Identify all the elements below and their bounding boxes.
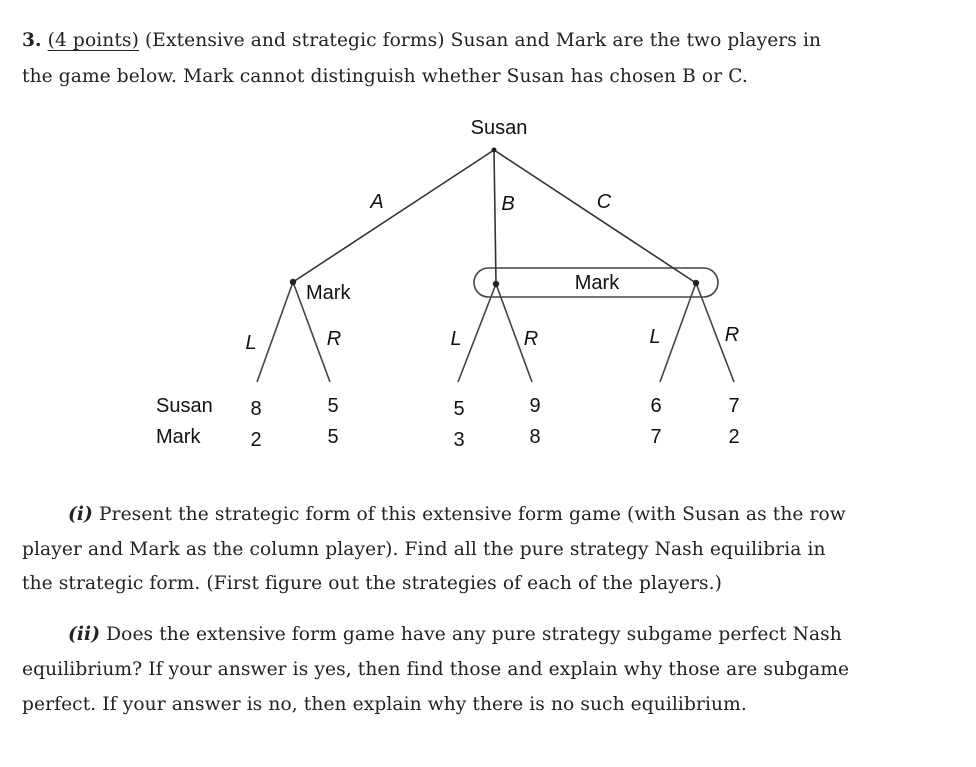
mark-node-a xyxy=(289,278,297,286)
part-ii-text-1: Does the extensive form game have any pu… xyxy=(106,624,842,645)
payoff-row-label-susan: Susan xyxy=(156,395,213,417)
branch-b-l xyxy=(457,283,497,383)
payoff-a-r-mark: 5 xyxy=(327,426,338,448)
part-ii-line-2: equilibrium? If your answer is yes, then… xyxy=(22,659,850,680)
part-i-line-3: the strategic form. (First figure out th… xyxy=(22,573,722,594)
root-player-label: Susan xyxy=(471,117,528,139)
part-i-text-1: Present the strategic form of this exten… xyxy=(98,504,846,525)
move-label-b-l: L xyxy=(450,328,461,350)
branch-c-l xyxy=(659,282,697,383)
branch-c xyxy=(493,149,697,284)
part-i-label: (i) xyxy=(68,504,93,525)
move-label-c: C xyxy=(597,191,612,213)
part-i-line-2: player and Mark as the column player). F… xyxy=(22,539,826,560)
payoff-b-r-susan: 9 xyxy=(529,395,540,417)
payoff-b-l-susan: 5 xyxy=(453,398,464,420)
move-label-a-l: L xyxy=(245,332,256,354)
problem-intro-line-2: the game below. Mark cannot distinguish … xyxy=(22,66,748,87)
problem-intro-text-1: (Extensive and strategic forms) Susan an… xyxy=(144,30,822,51)
branch-b xyxy=(493,149,497,285)
payoff-c-l-mark: 7 xyxy=(650,426,661,448)
mark-node-c xyxy=(692,279,700,287)
move-label-b: B xyxy=(501,193,514,215)
branch-a-l xyxy=(256,281,294,383)
branch-a-r xyxy=(292,281,331,383)
payoff-b-r-mark: 8 xyxy=(529,426,540,448)
payoff-c-l-susan: 6 xyxy=(650,395,661,417)
move-label-c-r: R xyxy=(725,324,739,346)
move-label-a-r: R xyxy=(327,328,341,350)
move-label-c-l: L xyxy=(649,326,660,348)
payoff-b-l-mark: 3 xyxy=(453,429,464,451)
problem-points: (4 points) xyxy=(47,30,139,51)
branch-b-r xyxy=(495,283,533,383)
mark-node-b xyxy=(492,280,500,288)
payoff-a-r-susan: 5 xyxy=(327,395,338,417)
part-ii-label: (ii) xyxy=(68,624,101,645)
mark-node-label: Mark xyxy=(306,282,351,304)
move-label-a: A xyxy=(369,191,383,213)
part-ii-line-1: (ii) Does the extensive form game have a… xyxy=(68,624,842,645)
payoff-row-label-mark: Mark xyxy=(156,426,201,448)
part-i-line-1: (i) Present the strategic form of this e… xyxy=(68,504,846,525)
payoff-a-l-mark: 2 xyxy=(250,429,261,451)
move-label-b-r: R xyxy=(524,328,538,350)
information-set-oval xyxy=(473,267,719,298)
payoff-c-r-mark: 2 xyxy=(728,426,739,448)
root-node xyxy=(491,147,497,153)
info-set-label: Mark xyxy=(575,272,620,294)
problem-intro-line-1: 3. (4 points) (Extensive and strategic f… xyxy=(22,30,821,51)
payoff-a-l-susan: 8 xyxy=(250,398,261,420)
branch-c-r xyxy=(695,282,735,383)
part-ii-line-3: perfect. If your answer is no, then expl… xyxy=(22,694,747,715)
branch-a xyxy=(292,149,495,283)
problem-number: 3. xyxy=(22,30,42,51)
payoff-c-r-susan: 7 xyxy=(728,395,739,417)
